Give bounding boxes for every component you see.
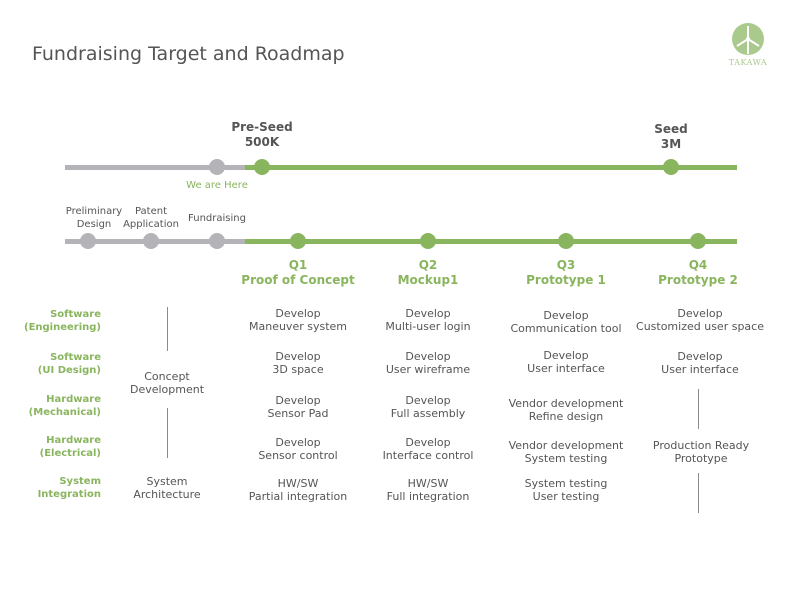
q4-cell-3-line2: Prototype xyxy=(674,452,728,465)
q1-cell-5-line2: Partial integration xyxy=(248,490,348,503)
q1-cell-4-line1: Develop xyxy=(275,436,321,449)
q2-cell-4-line2: Interface control xyxy=(382,449,474,462)
q4-cell-2-line1: Develop xyxy=(677,350,723,363)
concept-divider-top xyxy=(167,307,168,351)
q4-label: Q4 xyxy=(688,258,708,272)
q3-cell-1-line2: Communication tool xyxy=(510,322,622,335)
q2-dot xyxy=(420,233,436,249)
q1-cell-3-line2: Sensor Pad xyxy=(267,407,329,420)
q1-cell-3-line1: Develop xyxy=(275,394,321,407)
q3-label: Q3 xyxy=(556,258,576,272)
preliminary-design-label-2: Design xyxy=(76,219,112,230)
q4-cell-2-line2: User interface xyxy=(661,363,739,376)
q3-cell-5-line2: User testing xyxy=(532,490,600,503)
patent-application-label-2: Application xyxy=(123,219,179,230)
q1-cell-2-line1: Develop xyxy=(275,350,321,363)
q3-cell-3-line2: Refine design xyxy=(528,410,604,423)
row-label-system-integration-1: System xyxy=(59,476,101,487)
q1-cell-5-line1: HW/SW xyxy=(277,477,319,490)
preseed-milestone-dot xyxy=(254,159,270,175)
seed-label: Seed xyxy=(654,122,688,136)
q3-cell-1-line1: Develop xyxy=(543,309,589,322)
q1-cell-1-line2: Maneuver system xyxy=(248,320,348,333)
bottom-timeline-future-bar xyxy=(245,239,737,244)
q4-cell-1-line1: Develop xyxy=(677,307,723,320)
preseed-label: Pre-Seed xyxy=(231,120,293,134)
q3-cell-3-line1: Vendor development xyxy=(508,397,624,410)
q2-name: Mockup1 xyxy=(397,273,459,287)
patent-application-dot xyxy=(143,233,159,249)
top-timeline-future-bar xyxy=(245,165,737,170)
system-architecture-label-2: Architecture xyxy=(133,488,201,501)
q2-cell-5-line2: Full integration xyxy=(386,490,470,503)
page-title: Fundraising Target and Roadmap xyxy=(32,43,345,65)
concept-divider-bottom xyxy=(167,408,168,458)
q1-cell-1-line1: Develop xyxy=(275,307,321,320)
we-are-here-label: We are Here xyxy=(186,180,248,191)
row-label-hardware-mechanical-1: Hardware xyxy=(46,394,101,405)
fundraising-label: Fundraising xyxy=(188,213,246,224)
logo-text: TAKAWA xyxy=(728,58,768,67)
q1-name: Proof of Concept xyxy=(241,273,355,287)
q2-label: Q2 xyxy=(418,258,438,272)
q3-cell-2-line1: Develop xyxy=(543,349,589,362)
preliminary-design-label-1: Preliminary xyxy=(65,206,123,217)
q2-cell-1-line1: Develop xyxy=(405,307,451,320)
q3-dot xyxy=(558,233,574,249)
q4-cell-1-line2: Customized user space xyxy=(636,320,764,333)
row-label-software-ui-2: (UI Design) xyxy=(37,365,101,376)
row-label-hardware-electrical-1: Hardware xyxy=(46,435,101,446)
q2-cell-2-line2: User wireframe xyxy=(385,363,471,376)
q4-divider-top xyxy=(698,389,699,429)
row-label-software-ui-1: Software xyxy=(50,352,101,363)
q1-cell-4-line2: Sensor control xyxy=(258,449,338,462)
preseed-amount: 500K xyxy=(244,135,280,149)
row-label-software-engineering-2: (Engineering) xyxy=(24,322,101,333)
q1-cell-2-line2: 3D space xyxy=(272,363,324,376)
seed-milestone-dot xyxy=(663,159,679,175)
q3-name: Prototype 1 xyxy=(526,273,606,287)
top-timeline-past-bar xyxy=(65,165,245,170)
seed-amount: 3M xyxy=(660,137,682,151)
q4-divider-bottom xyxy=(698,473,699,513)
row-label-hardware-mechanical-2: (Mechanical) xyxy=(28,407,101,418)
q2-cell-2-line1: Develop xyxy=(405,350,451,363)
q4-name: Prototype 2 xyxy=(658,273,738,287)
row-label-system-integration-2: Integration xyxy=(37,489,101,500)
q3-cell-2-line2: User interface xyxy=(527,362,605,375)
concept-development-label-2: Development xyxy=(129,383,205,396)
q2-cell-3-line1: Develop xyxy=(405,394,451,407)
q3-cell-4-line2: System testing xyxy=(524,452,608,465)
q1-dot xyxy=(290,233,306,249)
q3-cell-4-line1: Vendor development xyxy=(508,439,624,452)
q2-cell-4-line1: Develop xyxy=(405,436,451,449)
fundraising-dot xyxy=(209,233,225,249)
row-label-software-engineering-1: Software xyxy=(50,309,101,320)
system-architecture-label-1: System xyxy=(146,475,188,488)
q4-cell-3-line1: Production Ready xyxy=(652,439,750,452)
q3-cell-5-line1: System testing xyxy=(524,477,608,490)
q2-cell-1-line2: Multi-user login xyxy=(385,320,471,333)
current-position-dot xyxy=(209,159,225,175)
q2-cell-5-line1: HW/SW xyxy=(407,477,449,490)
preliminary-design-dot xyxy=(80,233,96,249)
concept-development-label-1: Concept xyxy=(144,370,190,383)
q2-cell-3-line2: Full assembly xyxy=(390,407,466,420)
row-label-hardware-electrical-2: (Electrical) xyxy=(39,448,101,459)
windmill-logo-icon xyxy=(732,23,764,55)
patent-application-label-1: Patent xyxy=(134,206,168,217)
q4-dot xyxy=(690,233,706,249)
q1-label: Q1 xyxy=(288,258,308,272)
